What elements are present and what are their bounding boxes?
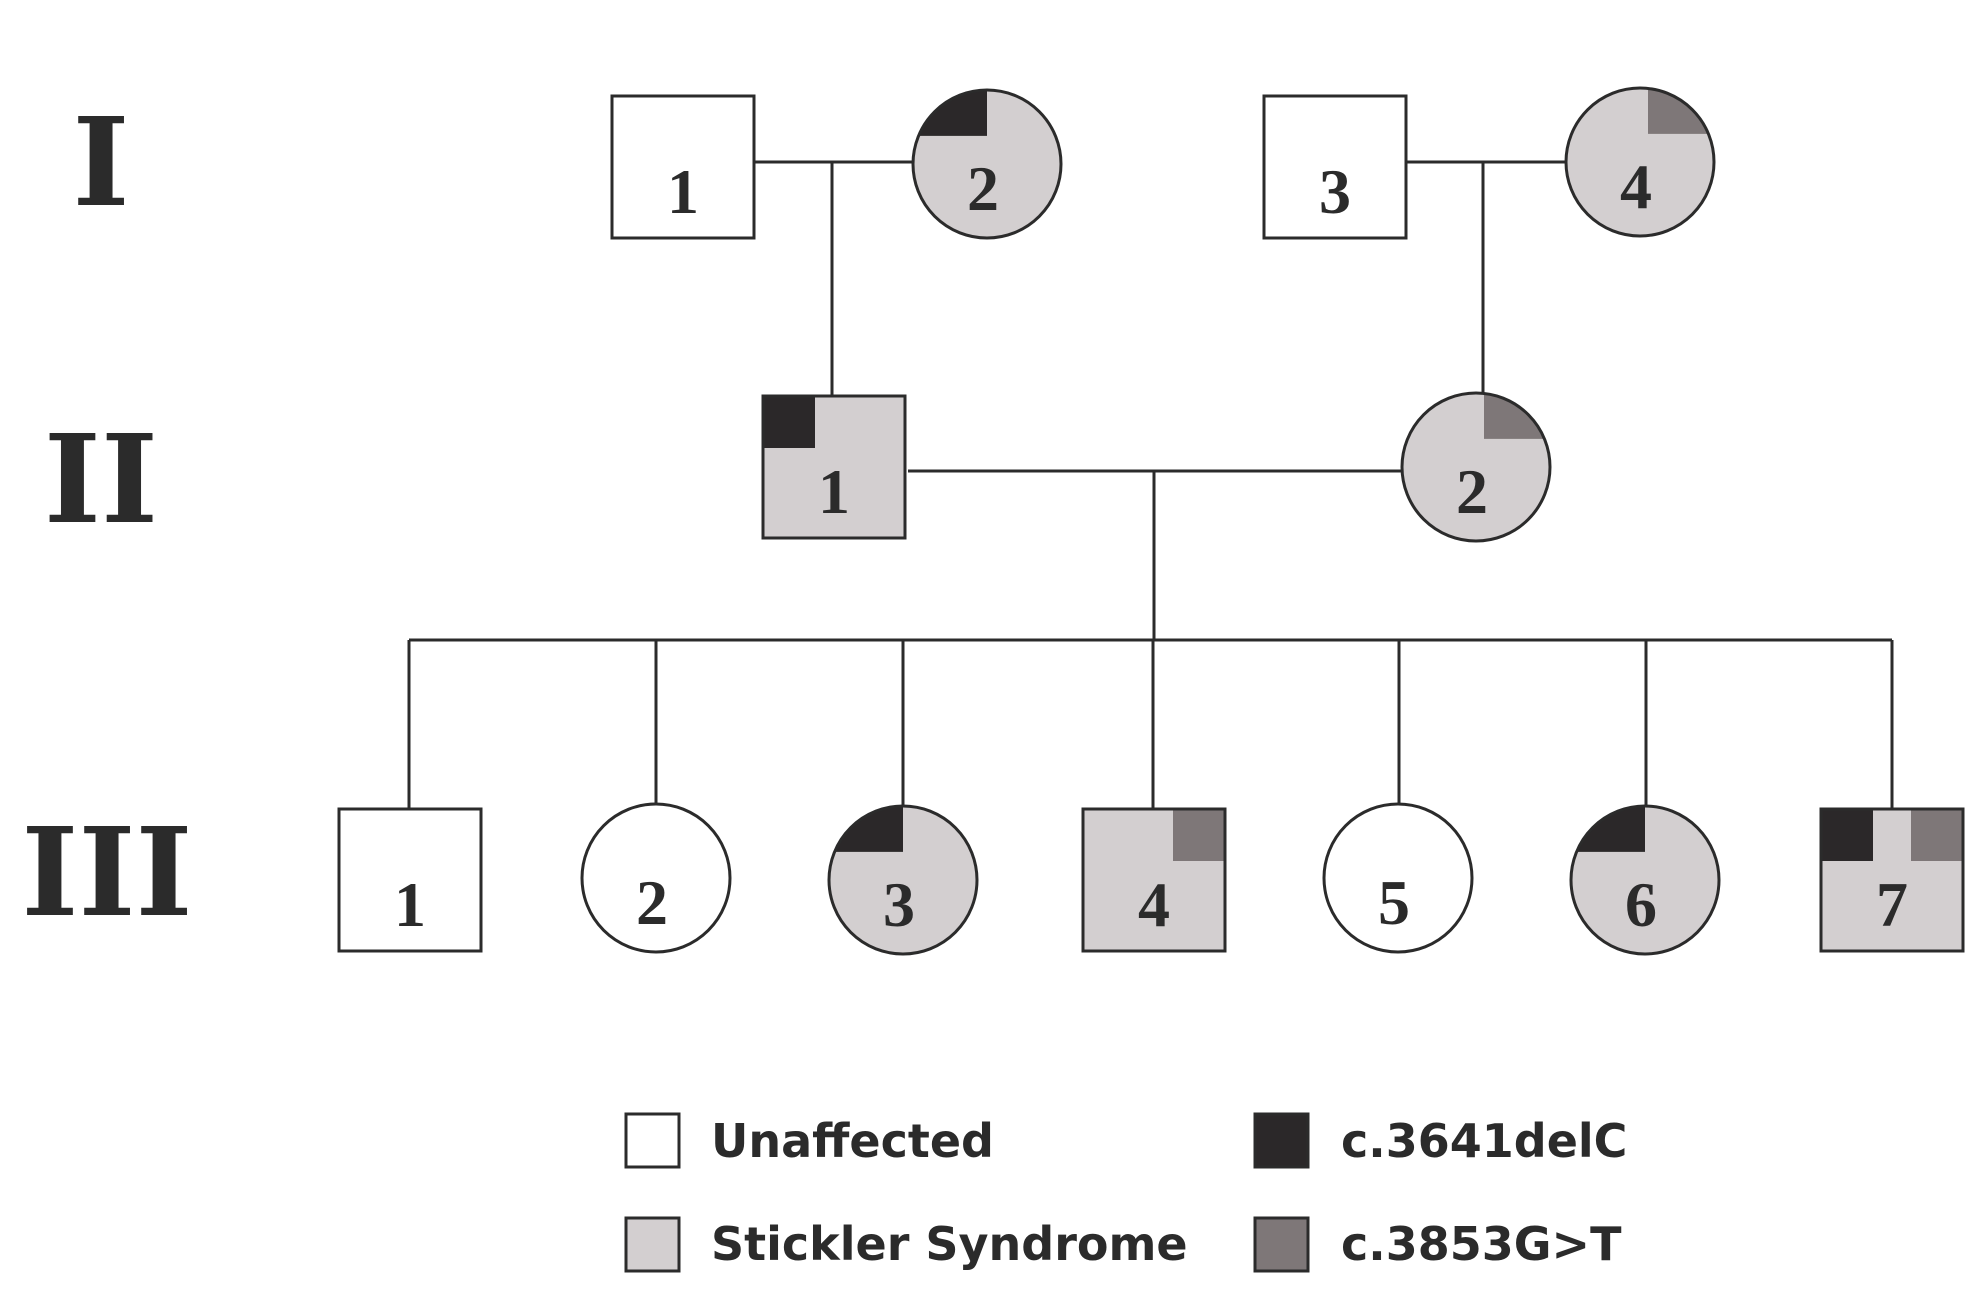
- individual-ii-1: 1: [761, 394, 907, 540]
- symbol-outline: [1400, 391, 1552, 543]
- legend-label-c3853gt: c.3853G>T: [1341, 1217, 1622, 1271]
- symbol-outline: [827, 804, 979, 956]
- symbol-outline: [761, 394, 907, 540]
- mutation-markers: [1173, 809, 1225, 861]
- mutation-c3641delc-marker: [1821, 809, 1873, 861]
- symbol-outline: [1322, 802, 1474, 954]
- male-symbol: [612, 96, 754, 238]
- legend-swatch-unaffected: [624, 1112, 681, 1169]
- individual-number: 1: [818, 456, 850, 527]
- mutation-markers: [913, 90, 987, 136]
- legend-swatch-c3853gt: [1253, 1216, 1310, 1273]
- generation-label-i: I: [72, 90, 129, 234]
- individual-number: 1: [394, 869, 426, 940]
- mutation-c3853gt-marker: [1911, 809, 1963, 861]
- individual-iii-1: 1: [337, 807, 483, 953]
- individual-iii-4: 4: [1081, 807, 1227, 953]
- legend: Unaffected c.3641delC Stickler Syndrome …: [624, 1112, 1627, 1273]
- female-symbol: [582, 804, 730, 952]
- legend-swatch-stickler-syndrome: [624, 1216, 681, 1273]
- legend-label-stickler-syndrome: Stickler Syndrome: [711, 1217, 1188, 1271]
- mutation-c3641delc-marker: [1571, 806, 1645, 852]
- individual-i-3: 3: [1262, 94, 1408, 240]
- relationship-lines: [407, 160, 1894, 810]
- mutation-c3853gt-marker: [1484, 393, 1550, 439]
- individual-iii-3: 3: [827, 804, 979, 956]
- symbol-outline: [1564, 86, 1716, 238]
- generation-label-ii: II: [44, 407, 158, 551]
- symbol-outline: [337, 807, 483, 953]
- individual-number: 2: [967, 153, 999, 224]
- individuals: 1 2 3 4 1 2 1 2 3 4 5 6 7: [337, 86, 1965, 956]
- legend-swatch-c3641delc: [1253, 1112, 1310, 1169]
- mutation-markers: [763, 396, 815, 448]
- mutation-markers: [1484, 393, 1550, 439]
- individual-number: 2: [1456, 456, 1488, 527]
- legend-label-unaffected: Unaffected: [711, 1114, 994, 1168]
- individual-number: 4: [1138, 869, 1170, 940]
- individual-number: 3: [1319, 156, 1351, 227]
- mutation-markers: [1571, 806, 1645, 852]
- male-symbol: [339, 809, 481, 951]
- symbol-outline: [911, 88, 1063, 240]
- legend-label-c3641delc: c.3641delC: [1341, 1114, 1627, 1168]
- individual-iii-5: 5: [1322, 802, 1474, 954]
- individual-number: 7: [1876, 869, 1908, 940]
- individual-number: 4: [1620, 151, 1652, 222]
- individual-iii-2: 2: [580, 802, 732, 954]
- symbol-outline: [1262, 94, 1408, 240]
- mutation-c3641delc-marker: [829, 806, 903, 852]
- mutation-c3641delc-marker: [913, 90, 987, 136]
- symbol-outline: [580, 802, 732, 954]
- symbol-outline: [1569, 804, 1721, 956]
- individual-number: 2: [636, 867, 668, 938]
- generation-label-iii: III: [21, 800, 192, 944]
- female-symbol: [1324, 804, 1472, 952]
- individual-number: 1: [667, 156, 699, 227]
- mutation-c3853gt-marker: [1173, 809, 1225, 861]
- symbol-outline: [610, 94, 756, 240]
- individual-number: 5: [1378, 867, 1410, 938]
- individual-ii-2: 2: [1400, 391, 1552, 543]
- mutation-markers: [1648, 88, 1714, 134]
- individual-iii-6: 6: [1569, 804, 1721, 956]
- individual-i-2: 2: [911, 88, 1063, 240]
- mutation-markers: [1821, 809, 1963, 861]
- symbol-outline: [1819, 807, 1965, 953]
- individual-number: 3: [883, 869, 915, 940]
- individual-number: 6: [1625, 869, 1657, 940]
- individual-i-4: 4: [1564, 86, 1716, 238]
- mutation-c3853gt-marker: [1648, 88, 1714, 134]
- mutation-markers: [829, 806, 903, 852]
- male-symbol: [1264, 96, 1406, 238]
- individual-i-1: 1: [610, 94, 756, 240]
- symbol-outline: [1081, 807, 1227, 953]
- mutation-c3641delc-marker: [763, 396, 815, 448]
- individual-iii-7: 7: [1819, 807, 1965, 953]
